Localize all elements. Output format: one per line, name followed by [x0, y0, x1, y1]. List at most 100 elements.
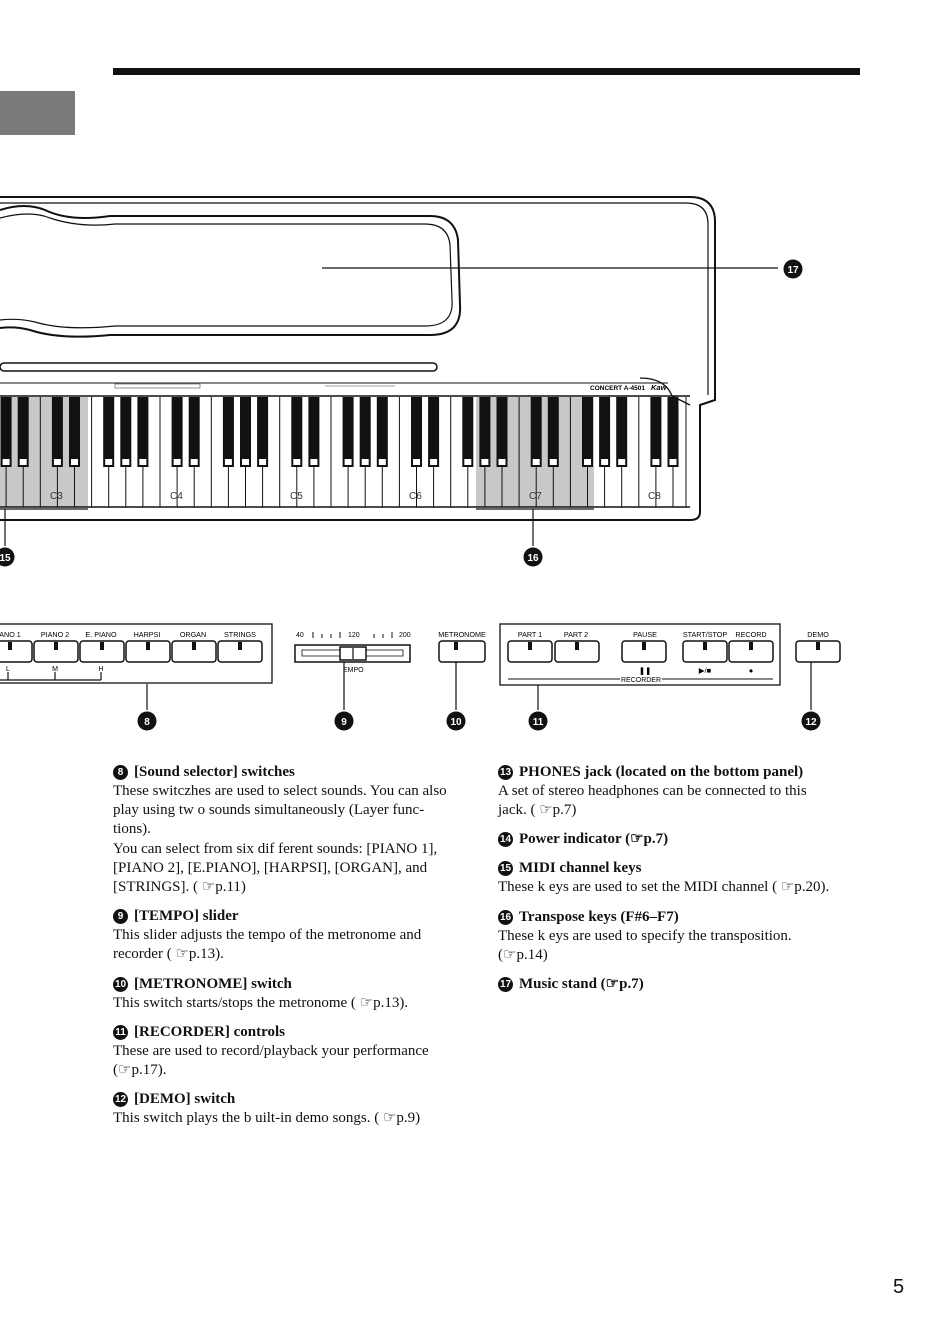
pause-button[interactable] — [621, 640, 667, 663]
black-key — [496, 397, 508, 467]
piano-diagram: CONCERT A-4501 Kaw C3 C4 C5 C6 C7 C8 17 … — [0, 196, 841, 731]
callout-9-marker — [334, 711, 354, 731]
item-text-line: recorder ( ☞p.13). — [113, 946, 224, 963]
strings-button[interactable] — [217, 640, 263, 663]
item-text-line: [STRINGS]. ( ☞p.11) — [113, 879, 246, 896]
piano2-button[interactable] — [33, 640, 79, 663]
sound-label-organ: ORGAN — [180, 630, 206, 639]
key-label-c6: C6 — [409, 491, 422, 502]
callout-17-marker — [783, 259, 803, 279]
start-stop-label: START/STOP — [683, 630, 728, 639]
item-heading: 16 Transpose keys (F#6–F7) — [498, 907, 858, 927]
item-heading: 9[TEMPO] slider — [113, 906, 478, 926]
tempo-label: EMPO — [343, 667, 364, 674]
record-button[interactable] — [728, 640, 774, 663]
harpsi-button[interactable] — [125, 640, 171, 663]
black-key — [257, 397, 269, 467]
black-key — [120, 397, 132, 467]
item-number-badge: 9 — [113, 909, 128, 925]
record-icon: ● — [749, 666, 754, 675]
black-key — [616, 397, 628, 467]
demo-label: DEMO — [807, 630, 829, 639]
item-text-line: (☞p.14) — [498, 946, 548, 963]
item-title: Transpose keys (F#6–F7) — [519, 908, 679, 925]
part1-button[interactable] — [507, 640, 553, 663]
black-key — [137, 397, 149, 467]
callout-10: 10 — [450, 717, 462, 728]
black-key — [103, 397, 115, 467]
demo-button[interactable] — [795, 640, 841, 663]
part2-button[interactable] — [554, 640, 600, 663]
page-number: 5 — [893, 1276, 905, 1298]
item-text-line: These are used to record/playback your p… — [113, 1042, 429, 1059]
record-label: RECORD — [735, 630, 766, 639]
item-title: Power indicator (☞p.7) — [519, 831, 669, 848]
item-number-badge: 16 — [498, 909, 513, 925]
callout-15: 15 — [0, 553, 11, 564]
part1-label: PART 1 — [518, 630, 542, 639]
item-title: Music stand (☞p.7) — [519, 976, 644, 993]
start-stop-button[interactable] — [682, 640, 728, 663]
description-item: 13 PHONES jack (located on the bottom pan… — [498, 762, 858, 820]
black-key — [0, 397, 12, 467]
black-key — [188, 397, 200, 467]
tempo-max-label: 200 — [399, 632, 411, 639]
black-key — [291, 397, 303, 467]
item-text-line: This slider adjusts the tempo of the met… — [113, 927, 422, 944]
item-number-badge: 15 — [498, 861, 513, 877]
item-heading: 8[Sound selector] switches — [113, 762, 478, 782]
callout-12-marker — [801, 711, 821, 731]
description-item: 17 Music stand (☞p.7) — [498, 974, 858, 994]
play-stop-icon: ▶/■ — [699, 666, 712, 675]
black-key — [547, 397, 559, 467]
item-title: PHONES jack (located on the bottom panel… — [519, 764, 804, 780]
key-label-c3: C3 — [50, 491, 63, 502]
callout-17: 17 — [787, 265, 799, 276]
tempo-slider-track[interactable] — [294, 644, 411, 663]
item-number-badge: 11 — [113, 1024, 128, 1040]
item-number-badge: 17 — [498, 977, 513, 993]
black-key — [479, 397, 491, 467]
item-text-line: tions). — [113, 821, 151, 838]
item-text-line: A set of stereo headphones can be connec… — [498, 783, 807, 799]
brand-logo: Kaw — [651, 383, 668, 392]
item-heading: 10[METRONOME] switch — [113, 974, 478, 994]
organ-button[interactable] — [171, 640, 217, 663]
epiano-button[interactable] — [79, 640, 125, 663]
item-text-line: These k eys are used to set the MIDI cha… — [498, 879, 830, 896]
callout-9: 9 — [341, 717, 347, 728]
callout-12: 12 — [805, 717, 817, 728]
item-title: [DEMO] switch — [134, 1091, 236, 1108]
metronome-button[interactable] — [438, 640, 486, 663]
black-key — [17, 397, 29, 467]
black-key — [342, 397, 354, 467]
item-number-badge: 10 — [113, 976, 128, 992]
callout-15-marker — [0, 547, 15, 567]
sound-label-epiano: E. PIANO — [85, 630, 117, 639]
black-key — [428, 397, 440, 467]
tempo-mid-label: 120 — [348, 632, 360, 639]
item-heading: 12[DEMO] switch — [113, 1089, 478, 1109]
callout-16-marker — [523, 547, 543, 567]
item-number-badge: 13 — [498, 765, 513, 780]
key-label-c4: C4 — [170, 491, 183, 502]
pause-label: PAUSE — [633, 630, 657, 639]
piano1-button[interactable] — [0, 640, 33, 663]
black-key — [308, 397, 320, 467]
key-label-c8: C8 — [648, 491, 661, 502]
black-key — [582, 397, 593, 467]
black-key — [650, 397, 662, 467]
black-key — [171, 397, 183, 467]
item-title: [RECORDER] controls — [134, 1023, 285, 1040]
item-text-line: [PIANO 2], [E.PIANO], [HARPSI], [ORGAN],… — [113, 859, 428, 876]
